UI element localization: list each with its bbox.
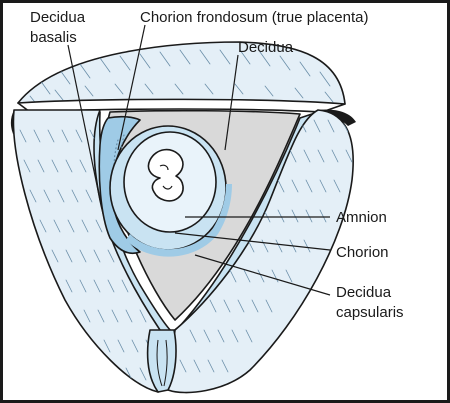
leader-decidua-capsularis [194,254,331,296]
cervix [146,329,177,393]
embryo [147,148,184,202]
label-amnion: Amnion [336,209,387,226]
label-decidua-capsularis-line1: Decidua [336,284,392,301]
right-uterine-wall [167,109,354,394]
leader-chorion-frondosum [117,24,146,151]
label-decidua-basalis-line2: basalis [30,29,77,46]
cervical-canal [156,339,168,387]
fundus-hatching [29,49,334,107]
leader-decidua [224,54,239,151]
label-chorion: Chorion [336,244,389,261]
decidua-capsularis-fill [126,184,232,257]
right-wall-hatching [179,119,353,373]
label-chorion-frondosum: Chorion frondosum (true placenta) [140,9,368,26]
label-decidua: Decidua [238,39,294,56]
label-decidua-capsularis-line2: capsularis [336,304,404,321]
left-wall-hatching [19,129,153,381]
leader-decidua-basalis [67,44,101,201]
leader-chorion [174,232,331,251]
fundus-band [17,98,346,113]
embryo-detail [159,164,173,190]
label-decidua-basalis-line1: Decidua [30,9,86,26]
